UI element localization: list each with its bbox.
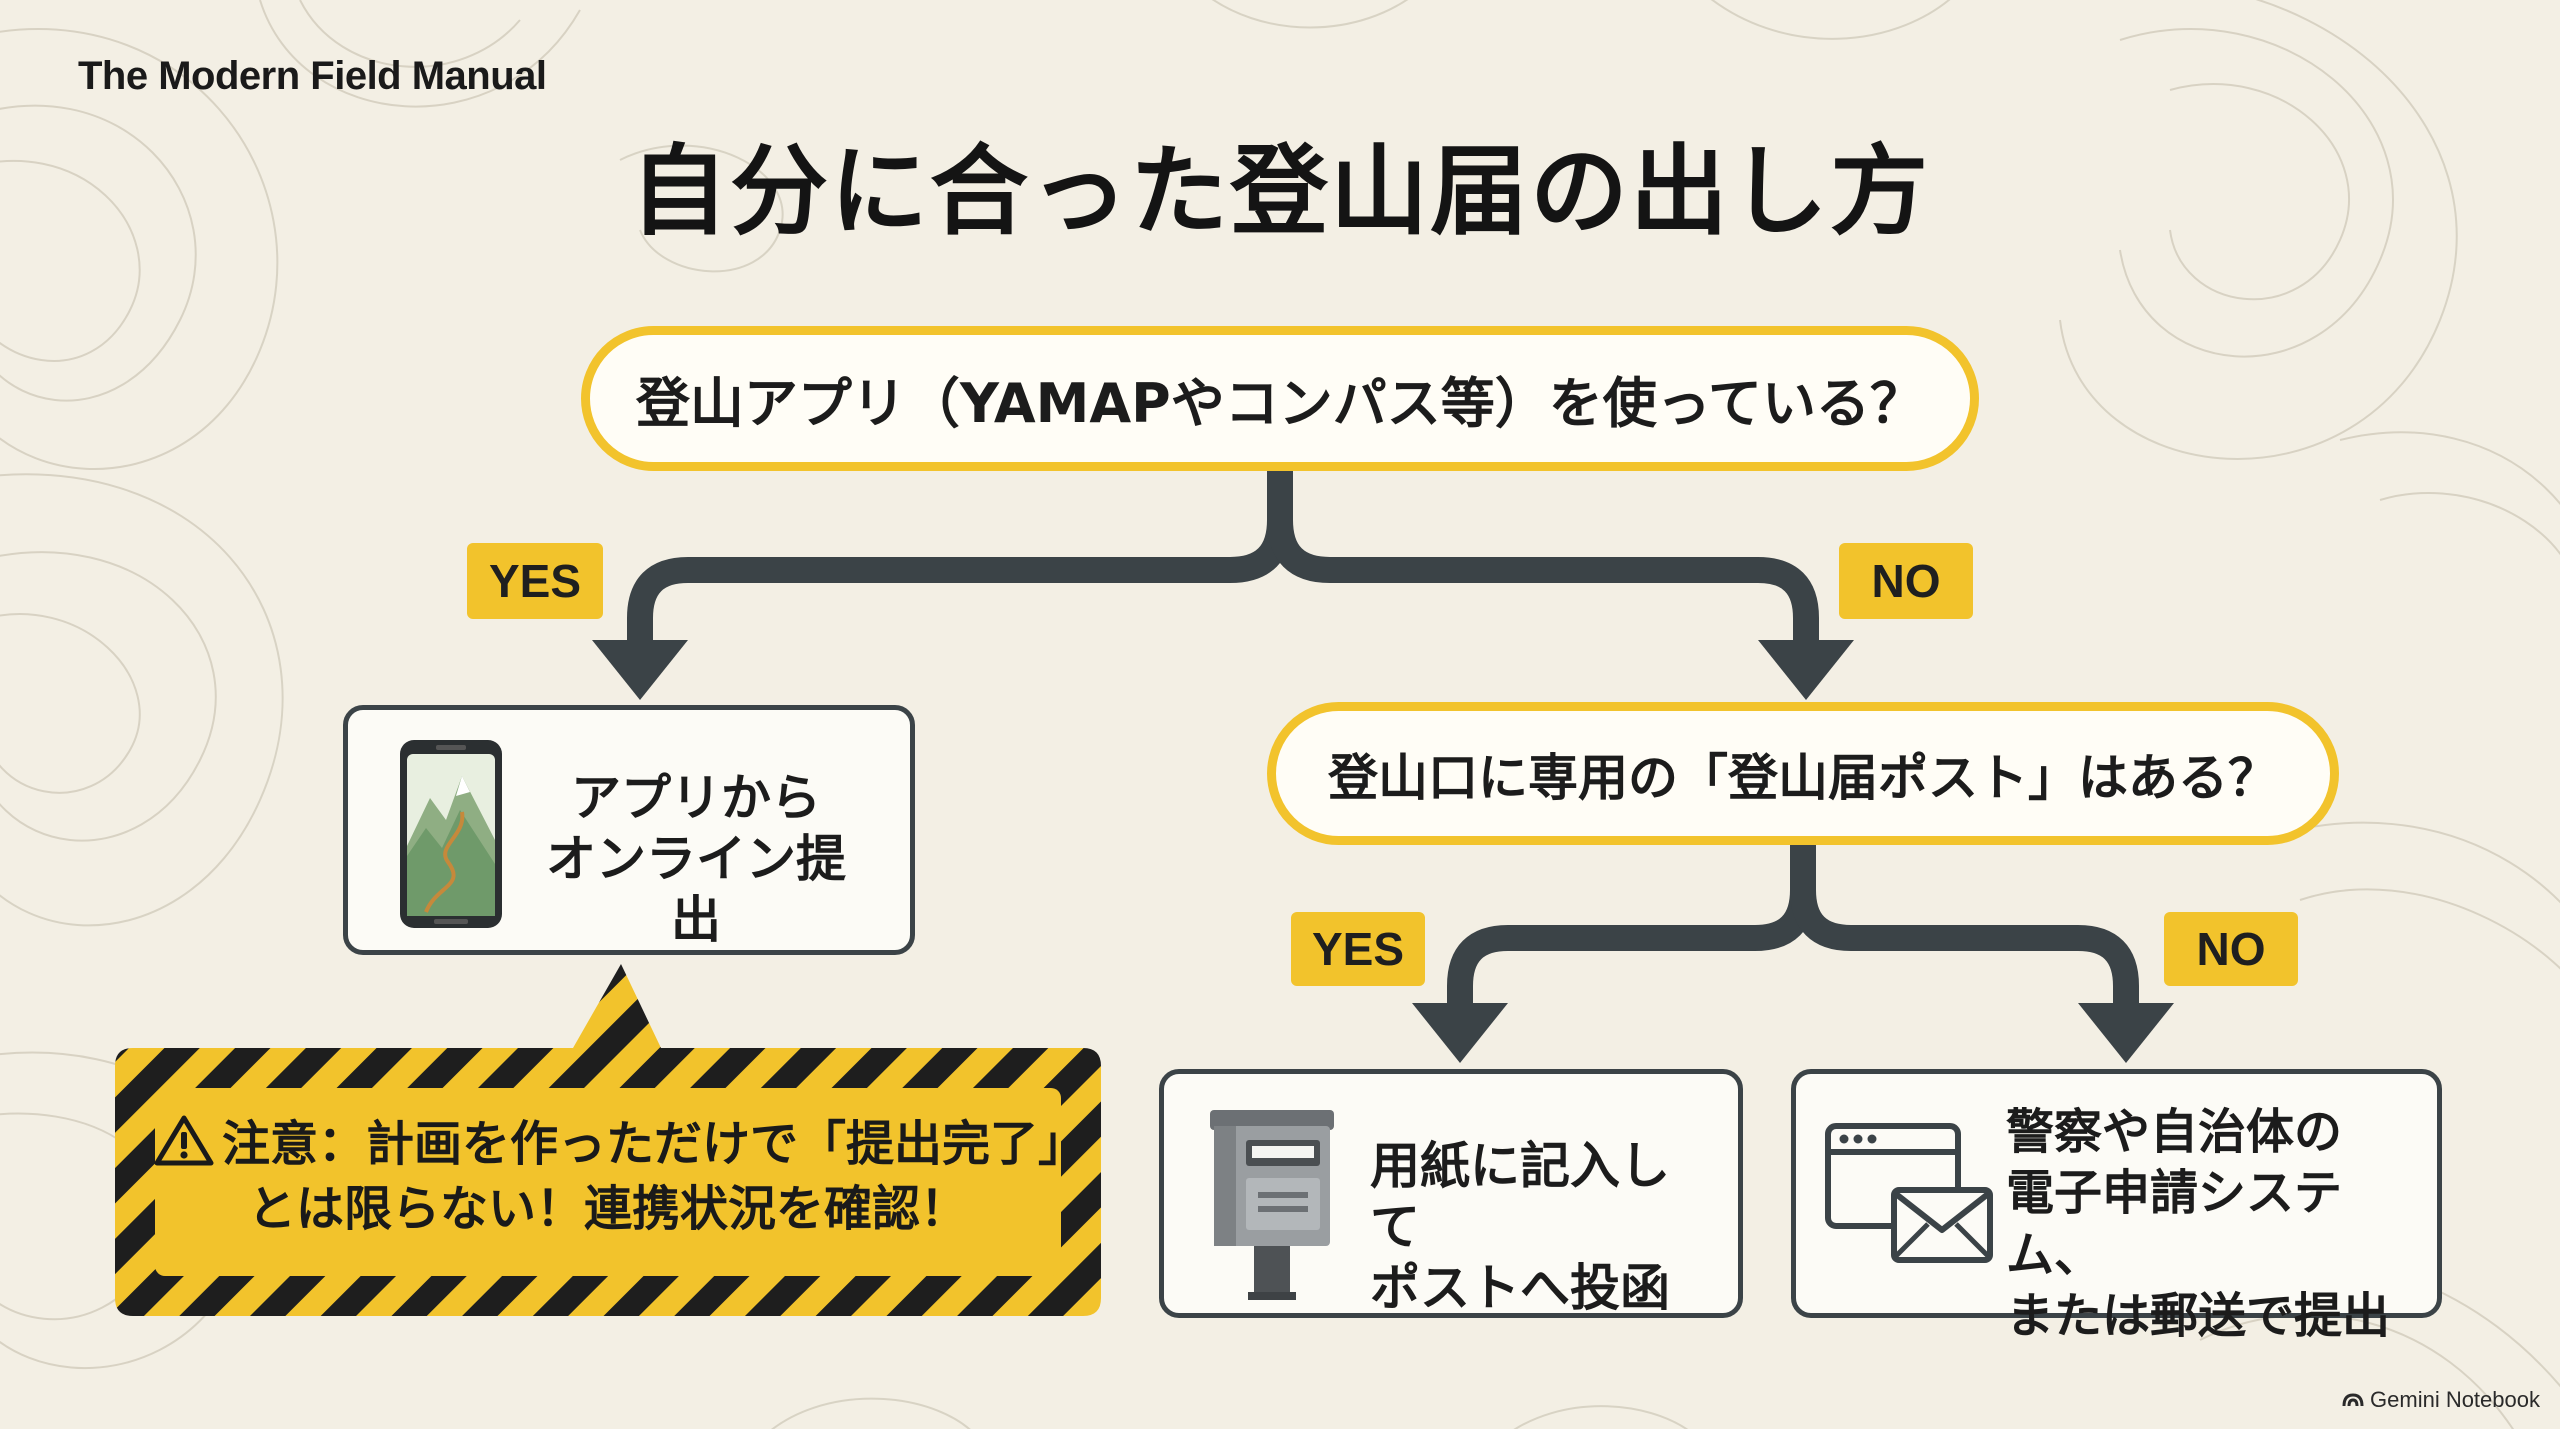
outcome-online-line-3: または郵送で提出 — [2006, 1288, 2391, 1345]
smartphone-map-icon — [400, 740, 502, 928]
outcome-online-line-2: 電子申請システム、 — [2006, 1165, 2343, 1283]
connector-q1-split — [627, 471, 1293, 645]
mailbox-icon — [1210, 1110, 1334, 1300]
footer-text: Gemini Notebook — [2370, 1387, 2540, 1412]
question-post-box: 登山口に専用の「登山届ポスト」はある？ — [1267, 702, 2339, 845]
webmail-envelope-icon — [1825, 1123, 1993, 1263]
gemini-notebook-footer: Gemini Notebook — [2342, 1387, 2540, 1413]
brand-name: The Modern Field Manual — [78, 54, 547, 98]
warning-triangle-icon — [154, 1115, 214, 1166]
warning-callout — [115, 964, 1101, 1316]
outcome-post-line-2: ポストへ投函 — [1370, 1259, 1670, 1317]
arrowhead-online — [2078, 1003, 2174, 1063]
outcome-post-text: 用紙に記入して ポストへ投函 — [1370, 1136, 1710, 1319]
outcome-app-online: アプリから オンライン提出 — [343, 705, 915, 955]
outcome-online-line-1: 警察や自治体の — [2006, 1104, 2343, 1160]
page-title: 自分に合った登山届の出し方 — [629, 135, 1930, 249]
no-label-q1: NO — [1839, 543, 1973, 619]
connector-q2-no — [1790, 889, 2139, 1008]
arrowhead-q2 — [1758, 640, 1854, 700]
outcome-post-box: 用紙に記入して ポストへ投函 — [1159, 1069, 1743, 1318]
warning-message: 注意：計画を作っただけで「提出完了」とは限らない！連携状況を確認！ — [148, 1112, 1068, 1243]
outcome-online-text: 警察や自治体の 電子申請システム、 または郵送で提出 — [2006, 1102, 2426, 1348]
warning-text: 注意：計画を作っただけで「提出完了」とは限らない！連携状況を確認！ — [221, 1116, 1062, 1238]
gemini-logo-icon — [2342, 1393, 2364, 1407]
connector-q1-no — [1267, 519, 1819, 645]
outcome-app-text: アプリから オンライン提出 — [526, 768, 866, 951]
outcome-app-line-2: オンライン提出 — [546, 830, 846, 949]
arrowhead-app — [592, 640, 688, 700]
outcome-online-or-mail: 警察や自治体の 電子申請システム、 または郵送で提出 — [1791, 1069, 2442, 1344]
yes-label-q1: YES — [467, 543, 603, 619]
outcome-app-line-1: アプリから — [571, 769, 821, 827]
arrowhead-post — [1412, 1003, 1508, 1063]
question-app-usage: 登山アプリ（YAMAPやコンパス等）を使っている？ — [581, 326, 1979, 471]
connector-q2-split — [1447, 845, 1816, 1008]
yes-label-q2: YES — [1291, 912, 1425, 986]
outcome-post-line-1: 用紙に記入して — [1370, 1137, 1670, 1256]
no-label-q2: NO — [2164, 912, 2298, 986]
